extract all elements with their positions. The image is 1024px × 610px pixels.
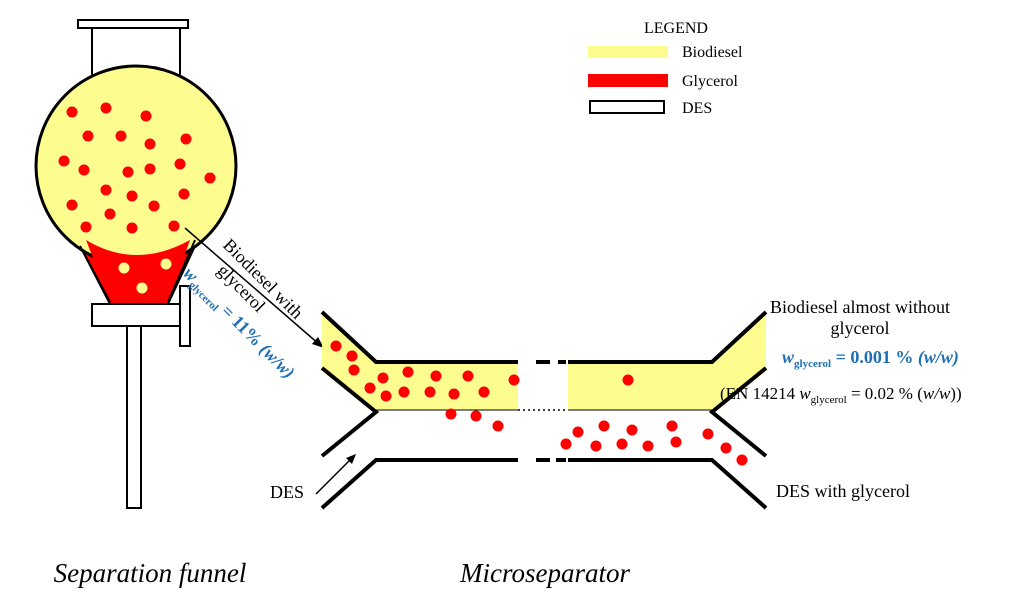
legend-label-biodiesel: Biodiesel: [682, 44, 743, 61]
en14214-label: (EN 14214 wglycerol = 0.02 % (w/w)): [720, 384, 962, 406]
funnel-inlet-labels: Biodiesel with glycerol wglycerol = 11% …: [180, 235, 308, 383]
microseparator: [315, 310, 770, 510]
channel-break-marks: [536, 360, 566, 462]
outlet-w-label: wglycerol = 0.001 % (w/w): [782, 347, 959, 370]
biodiesel-channel-right: [568, 312, 766, 410]
legend-label-glycerol: Glycerol: [682, 73, 739, 90]
legend-swatch-glycerol: [588, 74, 668, 87]
funnel-lip: [77, 19, 189, 29]
funnel-stopcock: [91, 303, 183, 327]
legend-swatch-biodiesel: [588, 46, 668, 58]
des-outlet-label: DES with glycerol: [776, 481, 910, 501]
separation-funnel: [34, 19, 238, 509]
des-inlet-arrow: [315, 454, 356, 495]
caption-microseparator: Microseparator: [459, 558, 630, 588]
channel-walls: [320, 310, 768, 510]
legend-title: LEGEND: [644, 20, 708, 37]
legend-swatch-des: [589, 100, 665, 114]
transfer-arrow: [184, 227, 324, 348]
legend-label-des: DES: [682, 100, 712, 117]
caption-separation-funnel: Separation funnel: [54, 558, 247, 588]
stopcock-handle: [179, 285, 191, 347]
microseparator-glycerol-droplets: [330, 340, 748, 466]
legend: LEGEND Biodiesel Glycerol DES: [588, 20, 743, 117]
des-inlet-label: DES: [270, 482, 304, 502]
funnel-biodiesel-droplets: [118, 258, 172, 294]
outlet-top-line2: glycerol: [831, 318, 890, 338]
funnel-stem: [126, 325, 142, 509]
outlet-top-line1: Biodiesel almost without: [770, 297, 950, 317]
funnel-glycerol-droplets: [58, 102, 216, 234]
